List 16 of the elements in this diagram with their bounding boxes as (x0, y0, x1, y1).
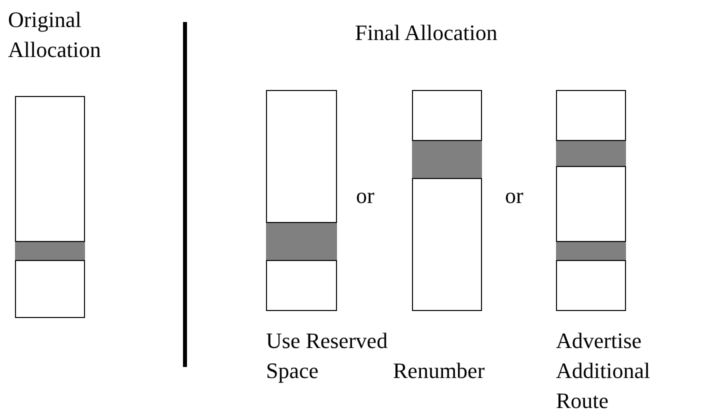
address-space-bar (266, 90, 337, 311)
section-heading: Original Allocation (8, 6, 102, 64)
bar-caption: Use Reserved Space (266, 327, 389, 385)
allocated-band (15, 241, 85, 261)
address-space-bar (412, 90, 482, 311)
bar-caption: Renumber (393, 357, 486, 385)
bar-caption: Advertise Additional Route (556, 327, 652, 415)
address-space-bar (556, 90, 626, 311)
or-label: or (505, 182, 524, 210)
section-heading: Final Allocation (355, 19, 498, 47)
address-space-bar (15, 96, 85, 318)
allocated-band (266, 222, 337, 261)
allocated-band (556, 140, 626, 167)
allocated-band (556, 241, 626, 261)
allocated-band (412, 140, 482, 179)
or-label: or (356, 182, 376, 210)
